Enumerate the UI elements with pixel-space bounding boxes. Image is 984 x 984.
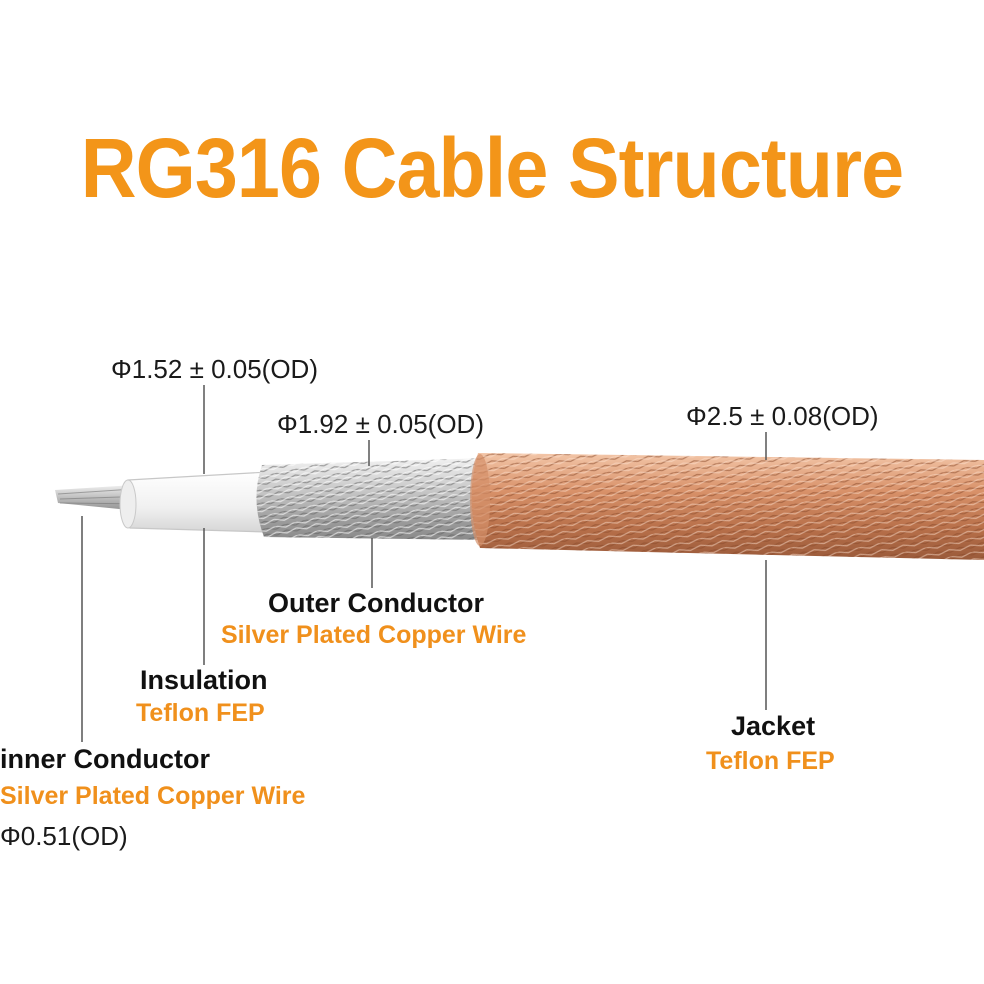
- insulation-dimension: Φ1.52 ± 0.05(OD): [111, 354, 318, 384]
- outer-conductor-graphic: [256, 458, 488, 540]
- page-title: RG316 Cable Structure: [80, 121, 904, 215]
- inner-conductor-dimension: Φ0.51(OD): [0, 821, 128, 851]
- insulation-material: Teflon FEP: [136, 699, 265, 727]
- insulation-graphic: [119, 471, 269, 533]
- jacket-material: Teflon FEP: [706, 747, 835, 775]
- jacket-graphic: [470, 453, 984, 560]
- inner-conductor-material: Silver Plated Copper Wire: [0, 782, 306, 810]
- jacket-dimension: Φ2.5 ± 0.08(OD): [686, 401, 879, 431]
- inner-conductor-label: inner Conductor: [0, 744, 210, 774]
- insulation-label: Insulation: [140, 665, 268, 695]
- outer-conductor-material: Silver Plated Copper Wire: [221, 621, 527, 649]
- jacket-label: Jacket: [731, 711, 816, 741]
- outer-conductor-label: Outer Conductor: [268, 588, 484, 618]
- outer-conductor-dimension: Φ1.92 ± 0.05(OD): [277, 409, 484, 439]
- leader-lines: [81, 385, 767, 742]
